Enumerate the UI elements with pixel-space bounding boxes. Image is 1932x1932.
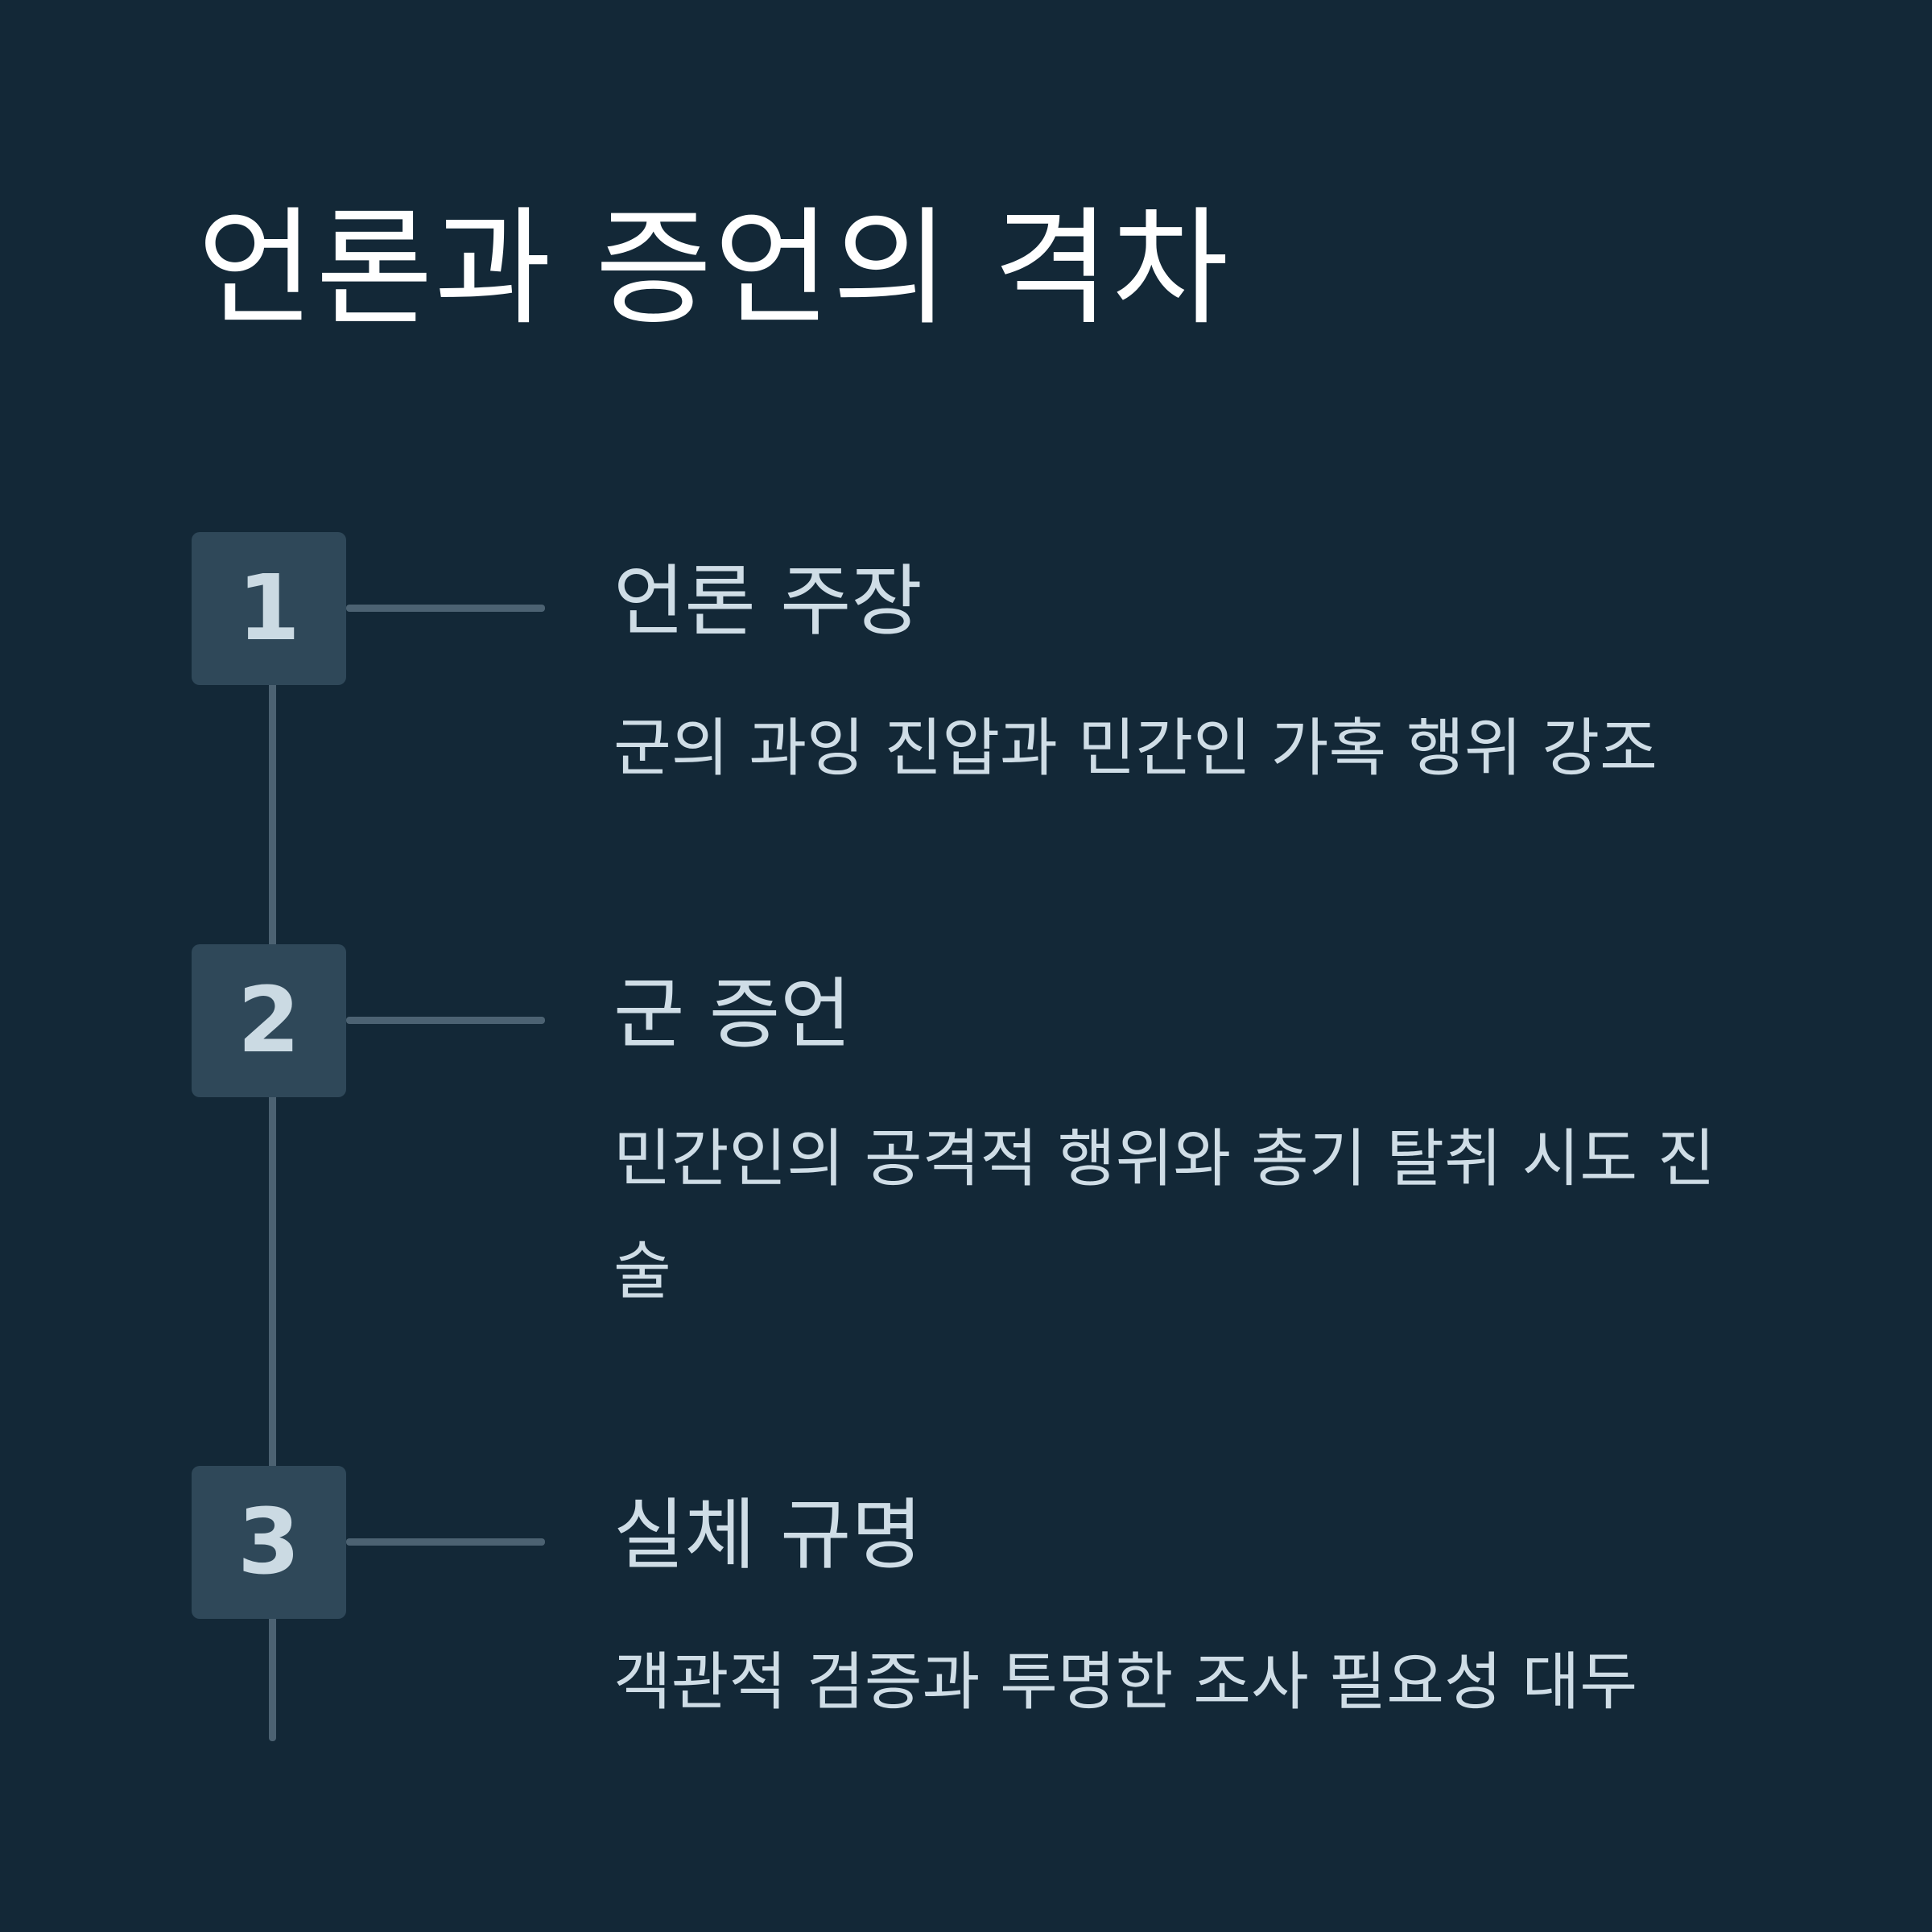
step-3-description: 객관적 검증과 투명한 조사 필요성 대두 bbox=[613, 1646, 1638, 1719]
step-2-number-badge: 2 bbox=[192, 944, 346, 1097]
step-2-description: 민간인의 공격적 행위와 총기 탈취 시도 진술 bbox=[613, 1123, 1715, 1308]
step-1-heading: 언론 주장 bbox=[613, 556, 923, 646]
step-2-heading: 군 증언 bbox=[613, 969, 852, 1059]
step-3-number-badge: 3 bbox=[192, 1466, 346, 1619]
page-title: 언론과 증언의 격차 bbox=[197, 195, 1231, 343]
step-3-heading: 실체 규명 bbox=[613, 1490, 923, 1580]
step-1-number-badge: 1 bbox=[192, 532, 346, 685]
step-2-connector bbox=[346, 1017, 545, 1024]
step-1-description: 군의 과잉 진압과 민간인 가혹 행위 강조 bbox=[613, 712, 1657, 785]
step-3-connector bbox=[346, 1538, 545, 1546]
step-1-connector bbox=[346, 605, 545, 612]
timeline-vertical-line bbox=[269, 680, 276, 1741]
